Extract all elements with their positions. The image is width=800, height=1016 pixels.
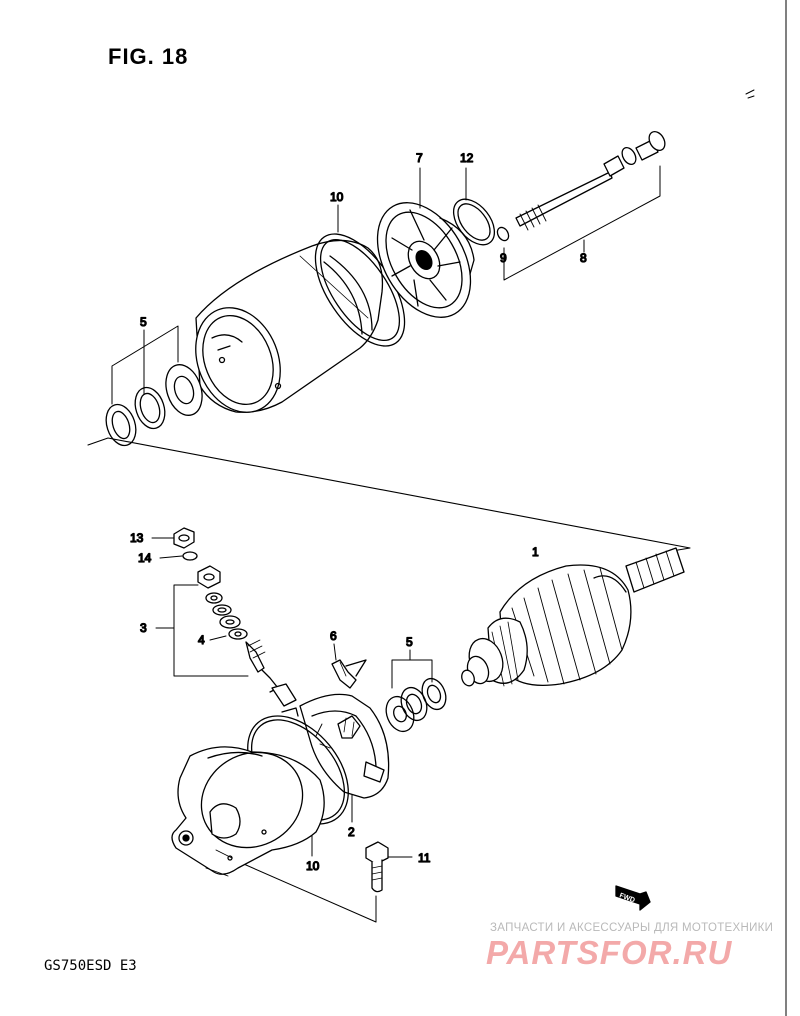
washer-small xyxy=(496,226,510,242)
callout-lock-washer: 14 xyxy=(138,551,152,565)
corner-mark xyxy=(745,89,755,99)
through-bolt xyxy=(515,131,666,231)
callout-brush-spring: 6 xyxy=(330,629,337,643)
brush-spring xyxy=(331,659,367,689)
fwd-direction-badge: FWD xyxy=(615,885,651,911)
callout-nut: 13 xyxy=(130,531,144,545)
nut-and-lock-washer xyxy=(173,527,198,561)
brush-holder xyxy=(299,693,390,799)
callout-insulator: 4 xyxy=(198,633,205,647)
callout-o-ring-top: 10 xyxy=(330,190,344,204)
o-ring-cover xyxy=(452,198,496,246)
watermark-logo: PARTSFOR.RU xyxy=(486,934,733,971)
callout-washer: 9 xyxy=(500,251,507,265)
terminal-kit xyxy=(197,565,299,717)
callout-washer-set-top: 5 xyxy=(140,315,147,329)
callout-bolt: 11 xyxy=(418,851,431,865)
end-cover xyxy=(376,202,475,318)
washer-set-bottom xyxy=(385,677,447,733)
callout-terminal-kit: 3 xyxy=(140,621,147,635)
callout-through-bolt: 8 xyxy=(580,251,587,265)
callout-brush-holder: 2 xyxy=(348,825,355,839)
callout-o-ring-cover: 12 xyxy=(460,151,474,165)
yoke-housing xyxy=(195,239,384,413)
bolt xyxy=(365,841,389,893)
leader-lines-top xyxy=(111,165,661,405)
callout-end-cover: 7 xyxy=(416,151,423,165)
figure-title: FIG. 18 xyxy=(108,44,189,69)
callout-armature: 1 xyxy=(532,545,539,559)
armature xyxy=(461,547,685,687)
rear-housing xyxy=(171,746,325,877)
callout-washer-set-bottom: 5 xyxy=(406,635,413,649)
separation-line xyxy=(87,437,691,553)
leader-lines-bottom xyxy=(151,537,433,923)
watermark-subtitle: ЗАПЧАСТИ И АКСЕССУАРЫ ДЛЯ МОТОТЕХНИКИ xyxy=(490,922,774,934)
model-code: GS750ESD E3 xyxy=(44,958,137,974)
washer-set-top xyxy=(105,364,203,447)
callout-o-ring-bottom: 10 xyxy=(306,859,320,873)
